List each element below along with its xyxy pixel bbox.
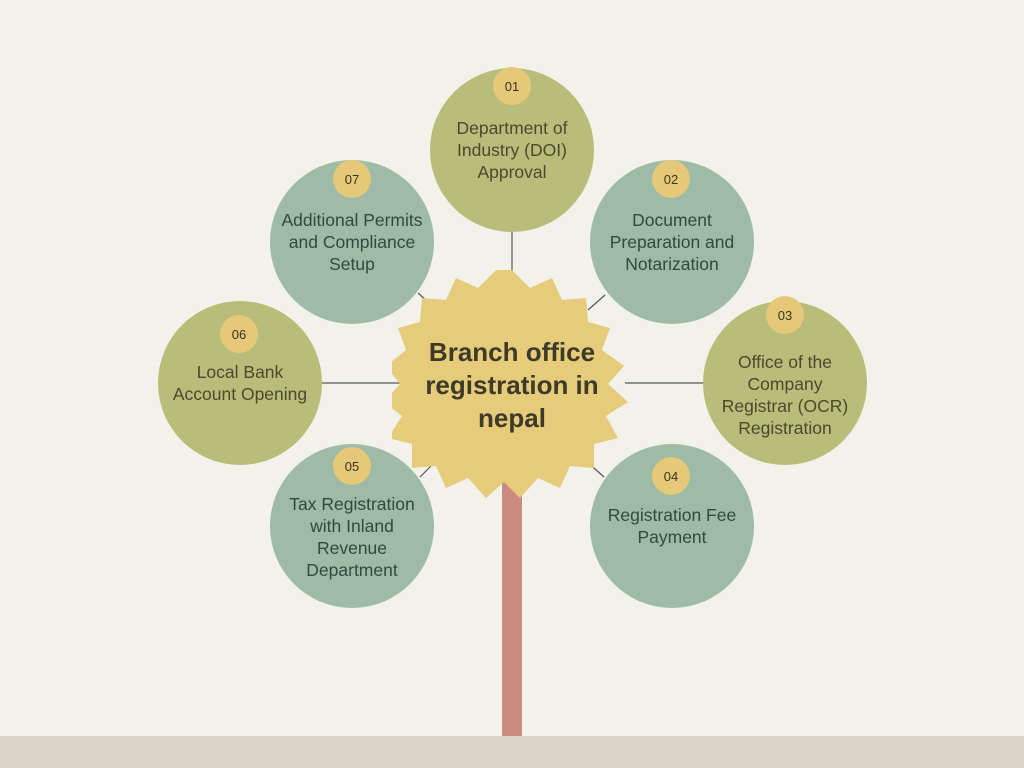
step-label: Registration Fee Payment (607, 505, 737, 547)
ground-bar (0, 736, 1024, 768)
center-title-text: Branch office registration in nepal (425, 336, 599, 433)
step-badge-01: 01 (493, 67, 531, 105)
step-label: Department of Industry (DOI) Approval (456, 118, 568, 182)
step-node-02: Document Preparation and Notarization (590, 160, 754, 324)
step-label: Document Preparation and Notarization (609, 210, 735, 274)
center-starburst-shape (392, 270, 628, 498)
step-badge-04: 04 (652, 457, 690, 495)
step-label: Additional Permits and Compliance Setup (281, 210, 423, 274)
step-label: Local Bank Account Opening (172, 362, 308, 404)
step-label: Tax Registration with Inland Revenue Dep… (289, 494, 415, 580)
step-badge-05: 05 (333, 447, 371, 485)
step-badge-02: 02 (652, 160, 690, 198)
tree-stem (502, 470, 522, 736)
step-badge-03: 03 (766, 296, 804, 334)
step-badge-06: 06 (220, 315, 258, 353)
step-label: Office of the Company Registrar (OCR) Re… (721, 352, 849, 438)
step-badge-07: 07 (333, 160, 371, 198)
center-title: Branch office registration in nepal (392, 270, 632, 500)
step-node-07: Additional Permits and Compliance Setup (270, 160, 434, 324)
